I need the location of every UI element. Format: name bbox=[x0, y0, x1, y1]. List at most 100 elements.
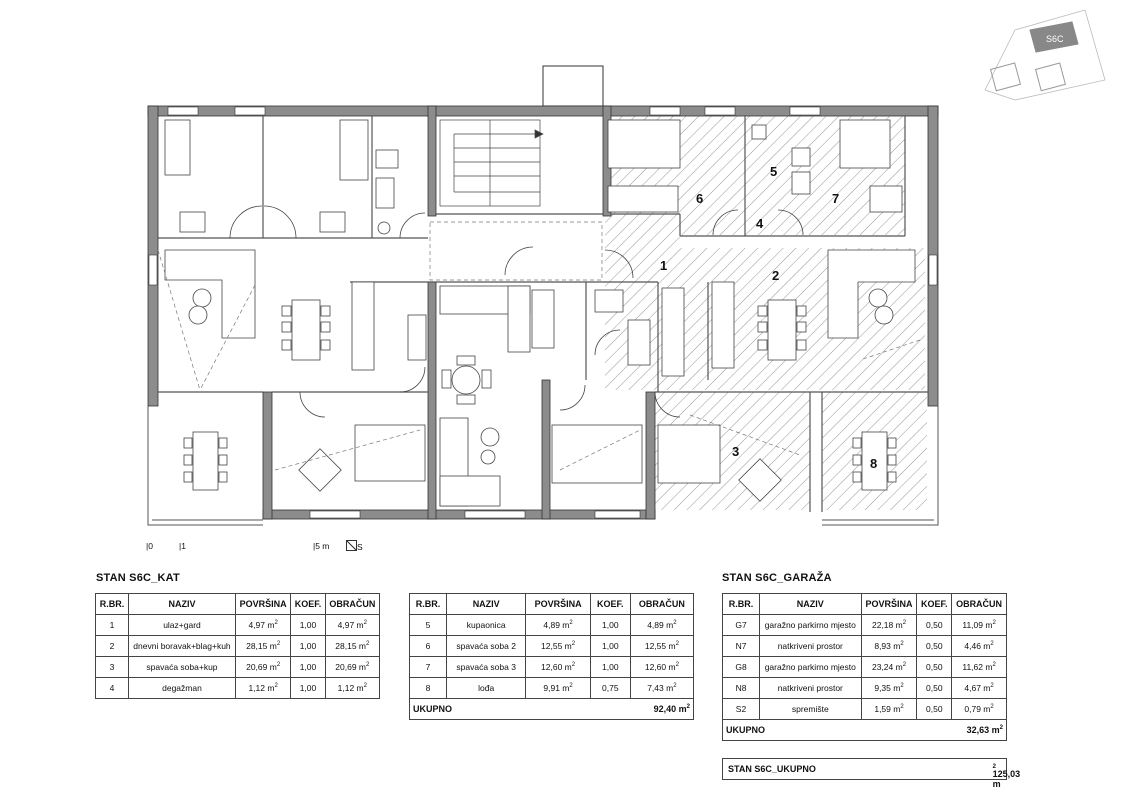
cell-koef: 1,00 bbox=[290, 614, 326, 636]
cell-koef: 0,50 bbox=[916, 656, 953, 678]
cell-koef: 1,00 bbox=[589, 656, 631, 678]
cell-koef: 0,50 bbox=[916, 677, 953, 699]
cell-naziv: dnevni boravak+blag+kuh bbox=[128, 635, 236, 657]
cell-koef: 1,00 bbox=[290, 635, 326, 657]
col-naziv: NAZIV bbox=[445, 593, 527, 615]
cell-pov: 12,60 m2 bbox=[525, 656, 591, 678]
col-rbr: R.BR. bbox=[95, 593, 129, 615]
cell-pov: 8,93 m2 bbox=[860, 635, 918, 657]
col-rbr: R.BR. bbox=[722, 593, 760, 615]
table-garaza-title: STAN S6C_GARAŽA bbox=[722, 572, 832, 584]
cell-nr: 7 bbox=[409, 656, 447, 678]
cell-obr: 12,55 m2 bbox=[629, 635, 695, 657]
table-row: 7 spavaća soba 3 12,60 m2 1,00 12,60 m2 bbox=[409, 656, 695, 678]
cell-pov: 20,69 m2 bbox=[234, 656, 292, 678]
cell-pov: 4,97 m2 bbox=[234, 614, 292, 636]
north-icon bbox=[346, 540, 357, 551]
cell-naziv: spavaća soba 3 bbox=[445, 656, 527, 678]
cell-nr: 6 bbox=[409, 635, 447, 657]
cell-naziv: natkriveni prostor bbox=[759, 635, 862, 657]
room-number-1: 1 bbox=[660, 258, 667, 273]
room-number-3: 3 bbox=[732, 444, 739, 459]
cell-nr: N7 bbox=[722, 635, 760, 657]
cell-koef: 1,00 bbox=[589, 614, 631, 636]
col-povrsina: POVRŠINA bbox=[525, 593, 591, 615]
cell-obr: 0,79 m2 bbox=[951, 698, 1007, 720]
cell-obr: 4,46 m2 bbox=[951, 635, 1007, 657]
table-header-row: R.BR. NAZIV POVRŠINA KOEF. OBRAČUN bbox=[95, 593, 381, 615]
cell-obr: 7,43 m2 bbox=[629, 677, 695, 699]
table-row: 4 degažman 1,12 m2 1,00 1,12 m2 bbox=[95, 677, 381, 699]
cell-pov: 23,24 m2 bbox=[860, 656, 918, 678]
interior-walls bbox=[158, 116, 928, 512]
table-row: G7 garažno parkirno mjesto 22,18 m2 0,50… bbox=[722, 614, 1007, 636]
table-row: N8 natkriveni prostor 9,35 m2 0,50 4,67 … bbox=[722, 677, 1007, 699]
cell-naziv: garažno parkirno mjesto bbox=[759, 614, 862, 636]
cell-obr: 11,09 m2 bbox=[951, 614, 1007, 636]
table-kat-2: R.BR. NAZIV POVRŠINA KOEF. OBRAČUN 5 kup… bbox=[409, 593, 695, 720]
key-plan-label: S6C bbox=[1046, 34, 1064, 44]
cell-koef: 1,00 bbox=[290, 677, 326, 699]
cell-naziv: kupaonica bbox=[445, 614, 527, 636]
room-number-6: 6 bbox=[696, 191, 703, 206]
cell-pov: 9,91 m2 bbox=[525, 677, 591, 699]
cell-naziv: natkriveni prostor bbox=[759, 677, 862, 699]
cell-pov: 9,35 m2 bbox=[860, 677, 918, 699]
table-row: G8 garažno parkirno mjesto 23,24 m2 0,50… bbox=[722, 656, 1007, 678]
cell-pov: 28,15 m2 bbox=[234, 635, 292, 657]
scale-zero: 0 bbox=[148, 541, 153, 551]
table-row: 8 lođa 9,91 m2 0,75 7,43 m2 bbox=[409, 677, 695, 699]
cell-naziv: garažno parkirno mjesto bbox=[759, 656, 862, 678]
total-value: 32,63 m2 bbox=[916, 719, 1007, 741]
table-total-row: UKUPNO 32,63 m2 bbox=[721, 719, 1007, 741]
cell-nr: 4 bbox=[95, 677, 129, 699]
loggias bbox=[147, 406, 939, 526]
table-garaza: R.BR. NAZIV POVRŠINA KOEF. OBRAČUN G7 ga… bbox=[721, 593, 1007, 741]
col-obracun: OBRAČUN bbox=[629, 593, 695, 615]
room-number-7: 7 bbox=[832, 191, 839, 206]
col-povrsina: POVRŠINA bbox=[234, 593, 292, 615]
table-header-row: R.BR. NAZIV POVRŠINA KOEF. OBRAČUN bbox=[409, 593, 695, 615]
room-number-8: 8 bbox=[870, 456, 877, 471]
col-naziv: NAZIV bbox=[128, 593, 236, 615]
furniture bbox=[164, 119, 916, 507]
dashed-lines bbox=[157, 221, 921, 471]
col-obracun: OBRAČUN bbox=[324, 593, 381, 615]
room-number-5: 5 bbox=[770, 164, 777, 179]
col-koef: KOEF. bbox=[916, 593, 953, 615]
room-number-4: 4 bbox=[756, 216, 764, 231]
total-label: UKUPNO bbox=[721, 719, 917, 741]
col-obracun: OBRAČUN bbox=[951, 593, 1007, 615]
chimney bbox=[542, 65, 604, 107]
room-number-2: 2 bbox=[772, 268, 779, 283]
cell-obr: 1,12 m2 bbox=[324, 677, 381, 699]
cell-pov: 12,55 m2 bbox=[525, 635, 591, 657]
cell-nr: S2 bbox=[722, 698, 760, 720]
cell-koef: 1,00 bbox=[290, 656, 326, 678]
cell-obr: 4,97 m2 bbox=[324, 614, 381, 636]
staircase bbox=[439, 119, 544, 207]
total-label: UKUPNO bbox=[409, 698, 591, 720]
cell-koef: 1,00 bbox=[589, 635, 631, 657]
cell-pov: 22,18 m2 bbox=[860, 614, 918, 636]
cell-koef: 0,50 bbox=[916, 614, 953, 636]
table-row: 5 kupaonica 4,89 m2 1,00 4,89 m2 bbox=[409, 614, 695, 636]
table-row: 6 spavaća soba 2 12,55 m2 1,00 12,55 m2 bbox=[409, 635, 695, 657]
col-koef: KOEF. bbox=[290, 593, 326, 615]
cell-naziv: spremište bbox=[759, 698, 862, 720]
scale-five: 5 m bbox=[315, 541, 330, 551]
cell-naziv: degažman bbox=[128, 677, 236, 699]
table-row: S2 spremište 1,59 m2 0,50 0,79 m2 bbox=[722, 698, 1007, 720]
table-row: 2 dnevni boravak+blag+kuh 28,15 m2 1,00 … bbox=[95, 635, 381, 657]
col-koef: KOEF. bbox=[589, 593, 631, 615]
table-header-row: R.BR. NAZIV POVRŠINA KOEF. OBRAČUN bbox=[722, 593, 1007, 615]
cell-koef: 0,75 bbox=[589, 677, 631, 699]
table-kat: R.BR. NAZIV POVRŠINA KOEF. OBRAČUN 1 ula… bbox=[95, 593, 381, 699]
cell-nr: 3 bbox=[95, 656, 129, 678]
cell-naziv: ulaz+gard bbox=[128, 614, 236, 636]
cell-obr: 4,67 m2 bbox=[951, 677, 1007, 699]
col-rbr: R.BR. bbox=[409, 593, 447, 615]
cell-pov: 1,59 m2 bbox=[860, 698, 918, 720]
